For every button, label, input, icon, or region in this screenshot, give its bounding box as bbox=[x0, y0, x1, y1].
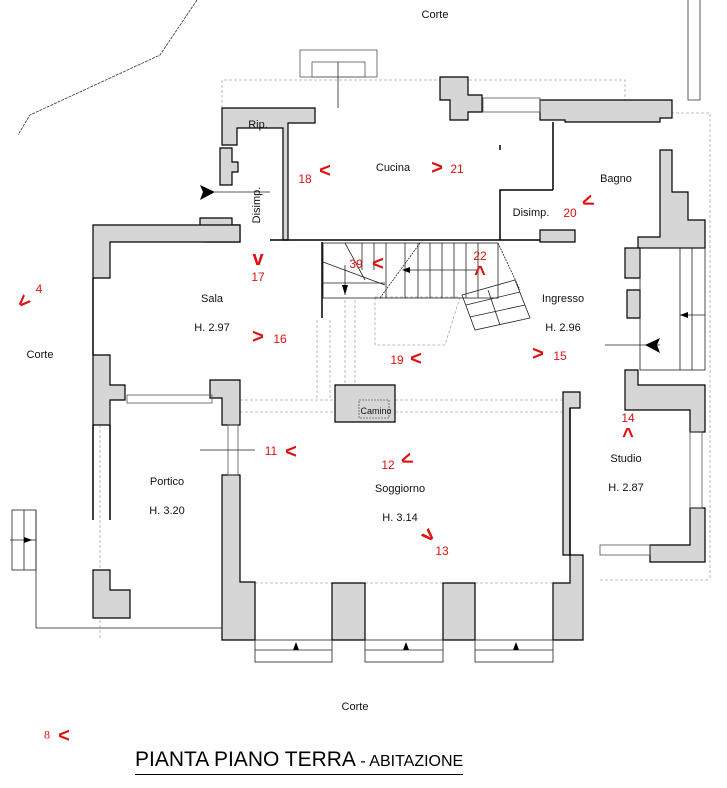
entry-arrow-left bbox=[200, 185, 215, 200]
room-label-sala: Sala bbox=[200, 293, 224, 305]
room-label-disimp-left: Disimp. bbox=[251, 186, 263, 224]
marker-arrow-15-icon: > bbox=[532, 343, 544, 365]
stair-arrow-left bbox=[24, 537, 32, 543]
marker-arrow-16-icon: > bbox=[252, 326, 264, 348]
outdoor-label-corte-top: Corte bbox=[421, 9, 449, 21]
room-height-soggiorno: H. 3.14 bbox=[382, 512, 418, 524]
marker-arrow-39-icon: < bbox=[372, 253, 384, 275]
marker-arrow-22-icon: ^ bbox=[474, 263, 486, 285]
marker-number-20: 20 bbox=[563, 206, 577, 220]
marker-number-13: 13 bbox=[435, 544, 449, 558]
entry-arrow-right bbox=[645, 338, 660, 353]
stair-arrow-right bbox=[680, 312, 688, 318]
marker-number-18: 18 bbox=[298, 172, 312, 186]
room-label-bagno: Bagno bbox=[600, 173, 632, 185]
windows bbox=[126, 49, 703, 556]
marker-number-11: 11 bbox=[264, 444, 278, 458]
camino-inner bbox=[358, 399, 390, 419]
marker-number-15: 15 bbox=[553, 349, 567, 363]
marker-number-17: 17 bbox=[251, 270, 265, 284]
room-height-sala: H. 2.97 bbox=[194, 322, 230, 334]
marker-number-22: 22 bbox=[473, 249, 487, 263]
plan-title-sub: - ABITAZIONE bbox=[355, 753, 464, 770]
outdoor-label-corte-bottom: Corte bbox=[341, 701, 369, 713]
marker-number-14: 14 bbox=[621, 411, 635, 425]
room-height-ingresso: H. 2.96 bbox=[545, 322, 581, 334]
fixture-label-camino: Camino bbox=[360, 406, 392, 416]
plan-title: PIANTA PIANO TERRA - ABITAZIONE bbox=[135, 748, 464, 775]
entry-steps bbox=[10, 62, 706, 663]
walls bbox=[92, 76, 706, 641]
marker-number-19: 19 bbox=[390, 353, 404, 367]
marker-arrow-14-icon: ^ bbox=[622, 425, 634, 447]
room-height-studio: H. 2.87 bbox=[608, 482, 644, 494]
partition-lines bbox=[92, 122, 571, 555]
marker-arrow-8-icon: < bbox=[58, 725, 70, 747]
marker-number-39: 39 bbox=[349, 257, 363, 271]
entry-arrows bbox=[24, 185, 688, 650]
marker-number-12: 12 bbox=[381, 458, 395, 472]
marker-arrow-18-icon: < bbox=[319, 160, 331, 182]
room-label-soggiorno: Soggiorno bbox=[374, 483, 426, 495]
marker-number-21: 21 bbox=[450, 162, 464, 176]
marker-arrow-19-icon: < bbox=[410, 348, 422, 370]
room-height-portico: H. 3.20 bbox=[149, 505, 185, 517]
marker-number-16: 16 bbox=[273, 332, 287, 346]
plan-title-main: PIANTA PIANO TERRA bbox=[135, 748, 356, 771]
marker-number-8: 8 bbox=[44, 727, 50, 742]
property-boundary bbox=[17, 0, 198, 136]
marker-number-4: 4 bbox=[35, 282, 43, 296]
room-label-ingresso: Ingresso bbox=[541, 293, 585, 305]
marker-arrow-11-icon: < bbox=[285, 441, 297, 463]
step-arrow-2 bbox=[403, 642, 409, 650]
room-label-studio: Studio bbox=[610, 453, 642, 465]
marker-arrow-21-icon: > bbox=[431, 157, 443, 179]
room-label-rip: Rip. bbox=[248, 119, 268, 131]
step-arrow-1 bbox=[293, 642, 299, 650]
stair-arrow-left-2 bbox=[402, 267, 410, 273]
room-label-disimp-right: Disimp. bbox=[512, 207, 550, 219]
property-boundary-right bbox=[687, 0, 701, 101]
outdoor-label-corte-left: Corte bbox=[26, 349, 54, 361]
marker-arrow-17-icon: v bbox=[252, 248, 264, 270]
step-arrow-3 bbox=[513, 642, 519, 650]
stair-arrow-down bbox=[342, 285, 348, 295]
room-label-portico: Portico bbox=[149, 476, 185, 488]
room-label-cucina: Cucina bbox=[375, 162, 411, 174]
staircase bbox=[322, 242, 531, 331]
